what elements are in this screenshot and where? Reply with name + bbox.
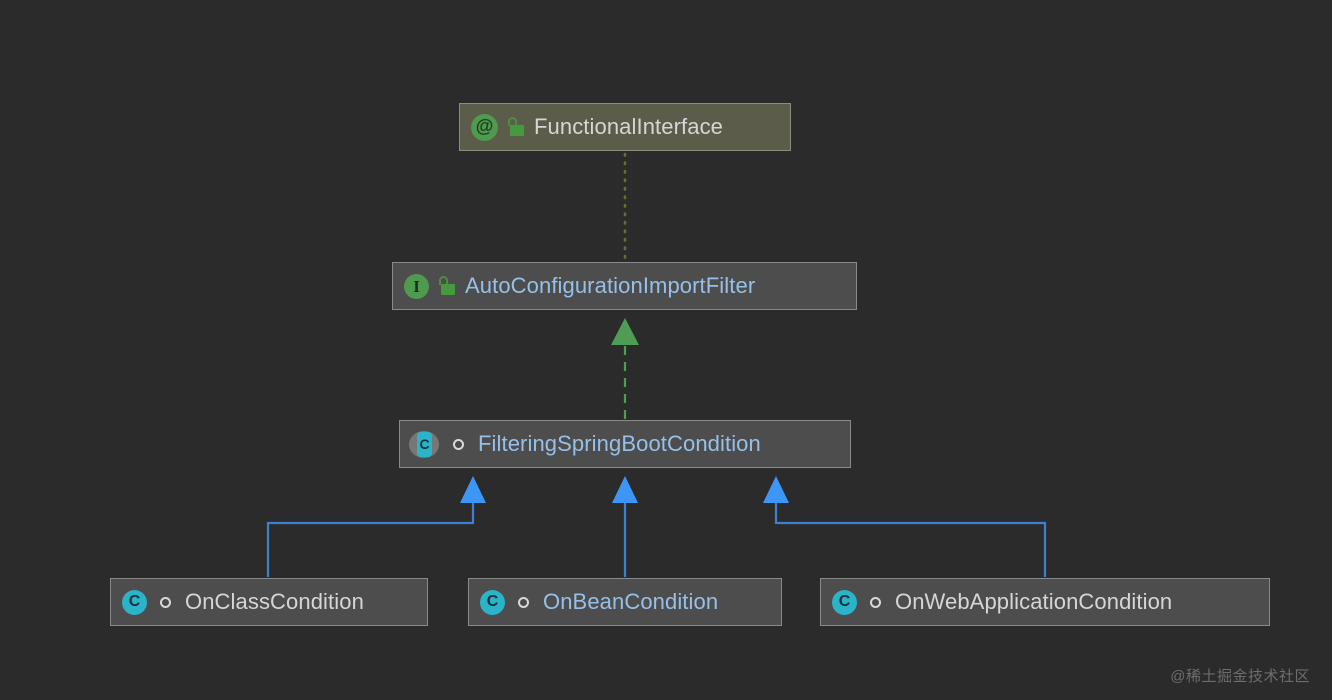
node-label-on-bean-condition: OnBeanCondition (543, 589, 719, 614)
node-functional-interface[interactable]: @ FunctionalInterface (459, 103, 791, 151)
watermark: @稀土掘金技术社区 (1170, 668, 1310, 685)
edge-implements-arrowhead (611, 318, 639, 345)
package-private-dot-icon (450, 435, 469, 454)
edge-extends-on-bean-condition-arrowhead (612, 476, 638, 503)
public-lock-icon (507, 117, 525, 137)
class-icon: C (122, 589, 147, 615)
class-icon: C (832, 589, 857, 615)
package-private-dot-icon (867, 593, 886, 612)
interface-icon: I (404, 273, 429, 299)
node-on-web-application-condition[interactable]: C OnWebApplicationCondition (820, 578, 1270, 626)
node-label-filtering-spring-boot-condition: FilteringSpringBootCondition (478, 431, 761, 456)
edge-extends-on-class-condition-line (266, 500, 475, 577)
node-on-bean-condition[interactable]: C OnBeanCondition (468, 578, 782, 626)
node-label-on-web-application-condition: OnWebApplicationCondition (895, 589, 1173, 614)
package-private-dot-icon (157, 593, 176, 612)
edge-extends-on-class-condition-arrowhead (460, 476, 486, 503)
node-auto-configuration-import-filter[interactable]: I AutoConfigurationImportFilter (392, 262, 857, 310)
edge-extends-on-web-application-condition-arrowhead (763, 476, 789, 503)
edge-extends-on-web-application-condition-line (774, 500, 1047, 577)
node-on-class-condition[interactable]: C OnClassCondition (110, 578, 428, 626)
annotation-icon: @ (471, 113, 498, 141)
abstract-class-icon: C (409, 430, 440, 459)
node-filtering-spring-boot-condition[interactable]: C FilteringSpringBootCondition (399, 420, 851, 468)
node-label-auto-configuration-import-filter: AutoConfigurationImportFilter (465, 273, 756, 298)
public-lock-icon (438, 276, 456, 296)
node-label-on-class-condition: OnClassCondition (185, 589, 364, 614)
class-icon: C (480, 589, 505, 615)
node-label-functional-interface: FunctionalInterface (534, 114, 724, 139)
package-private-dot-icon (515, 593, 534, 612)
